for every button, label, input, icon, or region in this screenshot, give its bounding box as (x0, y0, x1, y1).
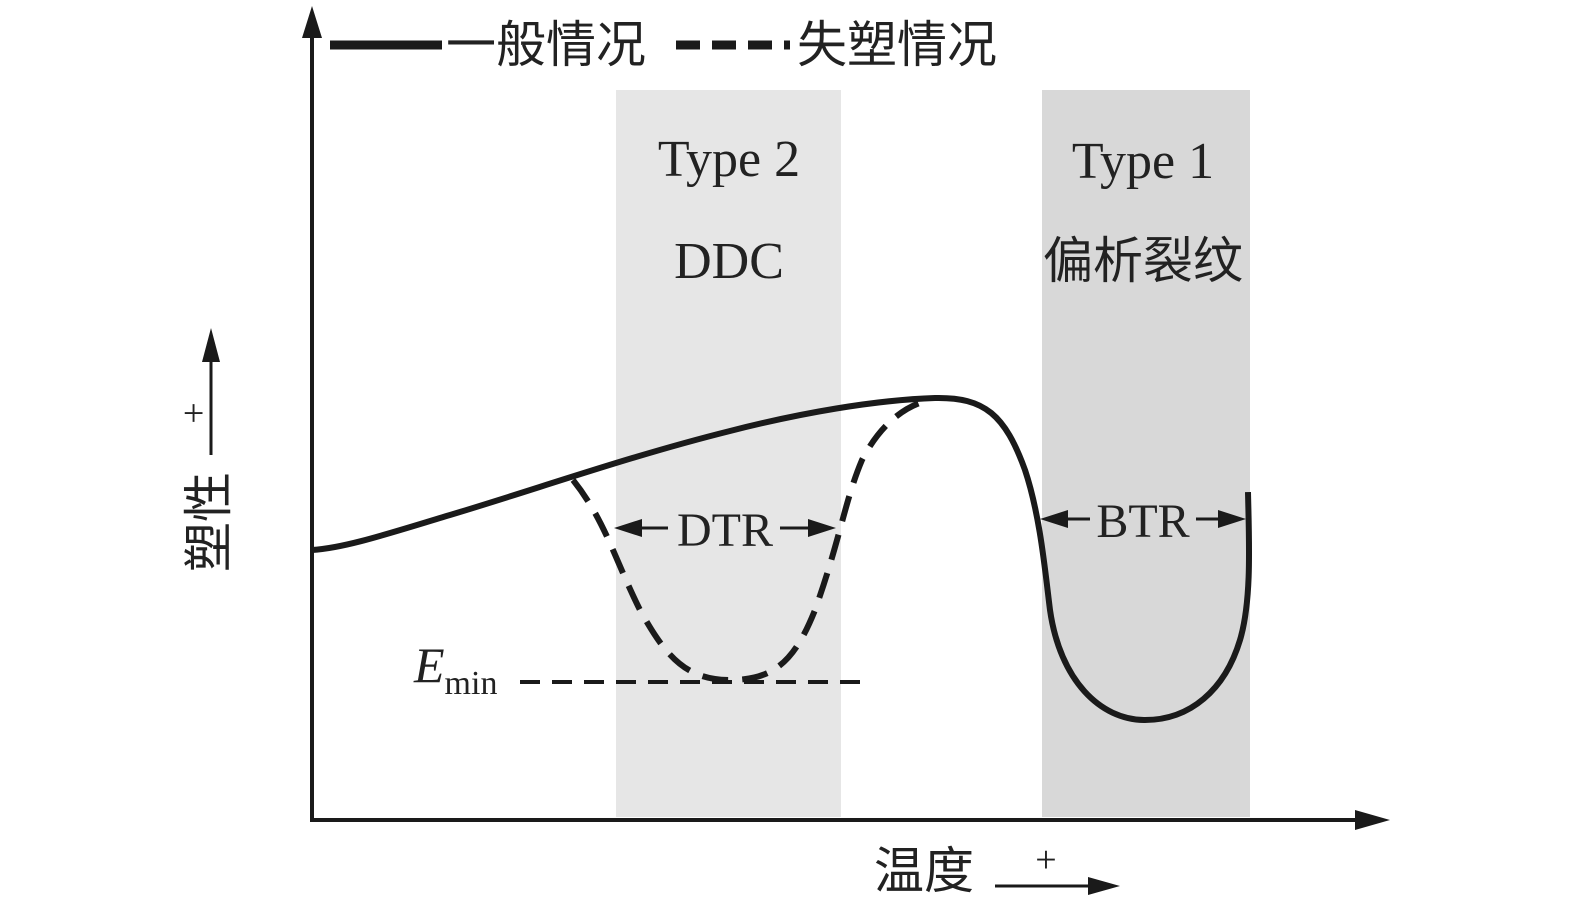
general-ductility-solid-curve (311, 394, 1253, 724)
y-axis-arrowhead (302, 6, 322, 38)
dtr-left-arrowhead (614, 519, 642, 537)
type1-segregation-band (1042, 90, 1250, 817)
x-increase-arrowhead (1088, 877, 1120, 895)
segregation-crack-label: 偏析裂纹 (1043, 232, 1243, 290)
legend-solid-label: 一般情况 (446, 16, 646, 74)
emin-subscript: min (445, 665, 498, 702)
legend-dashed-label: 失塑情况 (797, 16, 997, 74)
x-axis-label: 温度 (874, 842, 974, 900)
ductility-dip-dashed-curve (570, 397, 931, 684)
emin-symbol: E (413, 637, 445, 693)
btr-right-arrowhead (1218, 510, 1246, 528)
y-axis-plus: + (173, 402, 215, 423)
y-axis-label: 塑性 (180, 472, 238, 572)
type1-label: Type 1 (1072, 133, 1214, 190)
emin-label: Emin (413, 637, 497, 702)
btr-label: BTR (1096, 495, 1189, 548)
btr-left-arrowhead (1040, 510, 1068, 528)
type2-label: Type 2 (658, 131, 800, 188)
dtr-label: DTR (677, 504, 773, 557)
dtr-right-arrowhead (808, 519, 836, 537)
x-axis-plus: + (1035, 839, 1056, 881)
y-increase-arrowhead (202, 328, 220, 362)
ddc-label: DDC (674, 233, 784, 290)
x-axis-arrowhead (1355, 810, 1390, 830)
